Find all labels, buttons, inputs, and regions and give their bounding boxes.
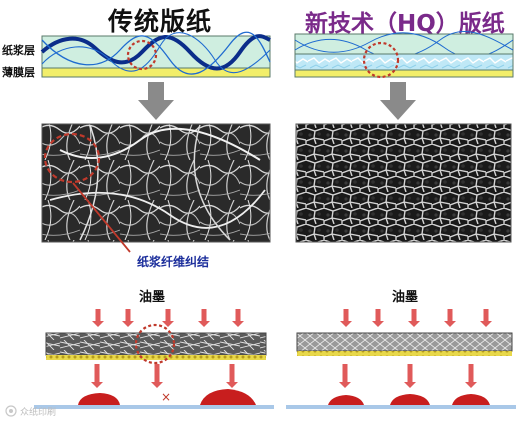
- red-arrow-icon: [444, 309, 456, 327]
- hq-highlight-circle: [362, 41, 400, 79]
- film-layer-band: [41, 67, 271, 78]
- fiber-wave-thick: [40, 34, 271, 71]
- traditional-ink-diagram: ×: [34, 323, 274, 409]
- penetration-highlight-circle: [134, 323, 176, 365]
- red-arrow-icon: [92, 309, 104, 327]
- watermark-text: 众纸印刷: [20, 408, 57, 418]
- red-arrow-icon: [404, 364, 416, 388]
- hq-film-strip: [297, 351, 512, 356]
- red-arrow-icon: [122, 309, 134, 327]
- ink-drop-icon: [452, 394, 490, 405]
- ink-label-left: 油墨: [139, 290, 166, 305]
- hq-sheet-section: [296, 332, 513, 352]
- label-film-layer: 薄膜层: [2, 66, 35, 79]
- hq-ink-diagram: [286, 332, 516, 409]
- red-arrow-icon: [480, 309, 492, 327]
- tangle-highlight-circle: [126, 39, 158, 71]
- ink-drop-icon: [78, 393, 120, 405]
- annotation-leader-line: [72, 182, 131, 253]
- hq-layer-diagram: [294, 31, 514, 79]
- fiber-wave-thin-a: [41, 31, 271, 75]
- red-arrow-icon: [162, 309, 174, 327]
- traditional-film-strip: [46, 355, 266, 360]
- traditional-substrate: [34, 405, 274, 409]
- cross-icon: ×: [161, 390, 171, 404]
- hq-mesh-micrograph: [295, 123, 512, 243]
- down-arrow-icon: [380, 82, 416, 120]
- red-arrow-icon: [232, 309, 244, 327]
- hq-substrate: [286, 405, 516, 409]
- traditional-sheet-section: [45, 332, 267, 356]
- down-arrow-icon: [138, 82, 174, 120]
- hq-film-layer-band: [294, 69, 514, 78]
- red-arrow-icon: [372, 309, 384, 327]
- red-arrow-icon: [340, 309, 352, 327]
- watermark-icon: [5, 405, 17, 417]
- red-arrow-icon: [151, 364, 163, 388]
- traditional-fiber-micrograph: [41, 123, 271, 243]
- red-arrow-icon: [226, 364, 238, 388]
- fiber-wave-thin-b: [41, 32, 271, 74]
- fiber-tangle-circle: [43, 132, 101, 184]
- red-arrow-icon: [198, 309, 210, 327]
- hq-pulp-layer-band: [294, 33, 514, 55]
- ink-drop-icon: [328, 395, 364, 405]
- ink-drop-icon: [200, 389, 256, 405]
- title-traditional: 传统版纸: [108, 7, 213, 36]
- label-pulp-layer: 纸浆层: [2, 44, 35, 57]
- ink-drop-icon: [390, 394, 430, 405]
- traditional-layer-diagram: [40, 31, 271, 78]
- ink-label-right: 油墨: [392, 290, 419, 305]
- red-arrow-icon: [465, 364, 477, 388]
- red-arrow-icon: [408, 309, 420, 327]
- ink-arrows: [91, 309, 492, 388]
- hq-coating-band: [294, 53, 514, 71]
- fiber-tangle-label: 纸浆纤维纠结: [137, 255, 210, 269]
- red-arrow-icon: [339, 364, 351, 388]
- red-arrow-icon: [91, 364, 103, 388]
